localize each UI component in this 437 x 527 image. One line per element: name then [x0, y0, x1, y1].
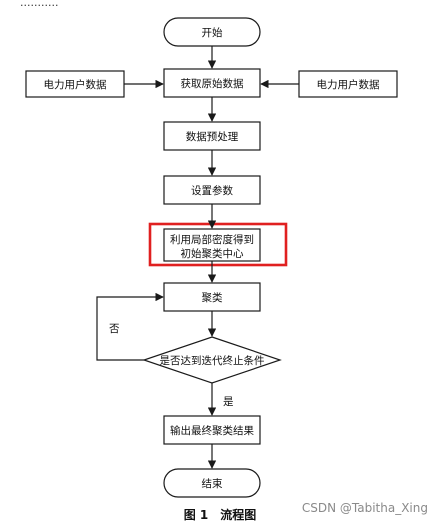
right-source-node: 电力用户数据 [298, 70, 398, 98]
termination-decision-node: 是否达到迭代终止条件 [142, 336, 282, 384]
acquire-data-node: 获取原始数据 [163, 68, 261, 98]
acquire-data-label: 获取原始数据 [181, 77, 244, 90]
arrow-decision-no-loop [96, 292, 164, 361]
set-params-label: 设置参数 [191, 184, 233, 197]
start-label: 开始 [202, 26, 223, 39]
start-node: 开始 [163, 17, 261, 47]
cropped-top-text: ........... [20, 0, 58, 9]
output-node: 输出最终聚类结果 [163, 415, 261, 445]
init-centers-label-line2: 初始聚类中心 [181, 247, 244, 260]
cluster-node: 聚类 [163, 282, 261, 312]
left-source-label: 电力用户数据 [44, 78, 107, 91]
edge-label-yes: 是 [223, 396, 234, 408]
csdn-watermark: CSDN @Tabitha_Xing [302, 501, 428, 515]
termination-decision-label: 是否达到迭代终止条件 [160, 354, 265, 367]
preprocess-node: 数据预处理 [163, 121, 261, 151]
right-source-label: 电力用户数据 [317, 78, 380, 91]
highlight-box [148, 222, 288, 267]
output-label: 输出最终聚类结果 [170, 424, 254, 437]
init-centers-label-line1: 利用局部密度得到 [170, 233, 254, 246]
cluster-label: 聚类 [202, 291, 223, 304]
left-source-node: 电力用户数据 [25, 70, 125, 98]
preprocess-label: 数据预处理 [186, 130, 239, 143]
figure-caption: 图 1 流程图 [184, 507, 257, 522]
end-node: 结束 [163, 468, 261, 498]
edge-label-no: 否 [109, 323, 120, 335]
end-label: 结束 [202, 477, 223, 490]
set-params-node: 设置参数 [163, 175, 261, 205]
init-centers-node: 利用局部密度得到 初始聚类中心 [148, 222, 288, 267]
